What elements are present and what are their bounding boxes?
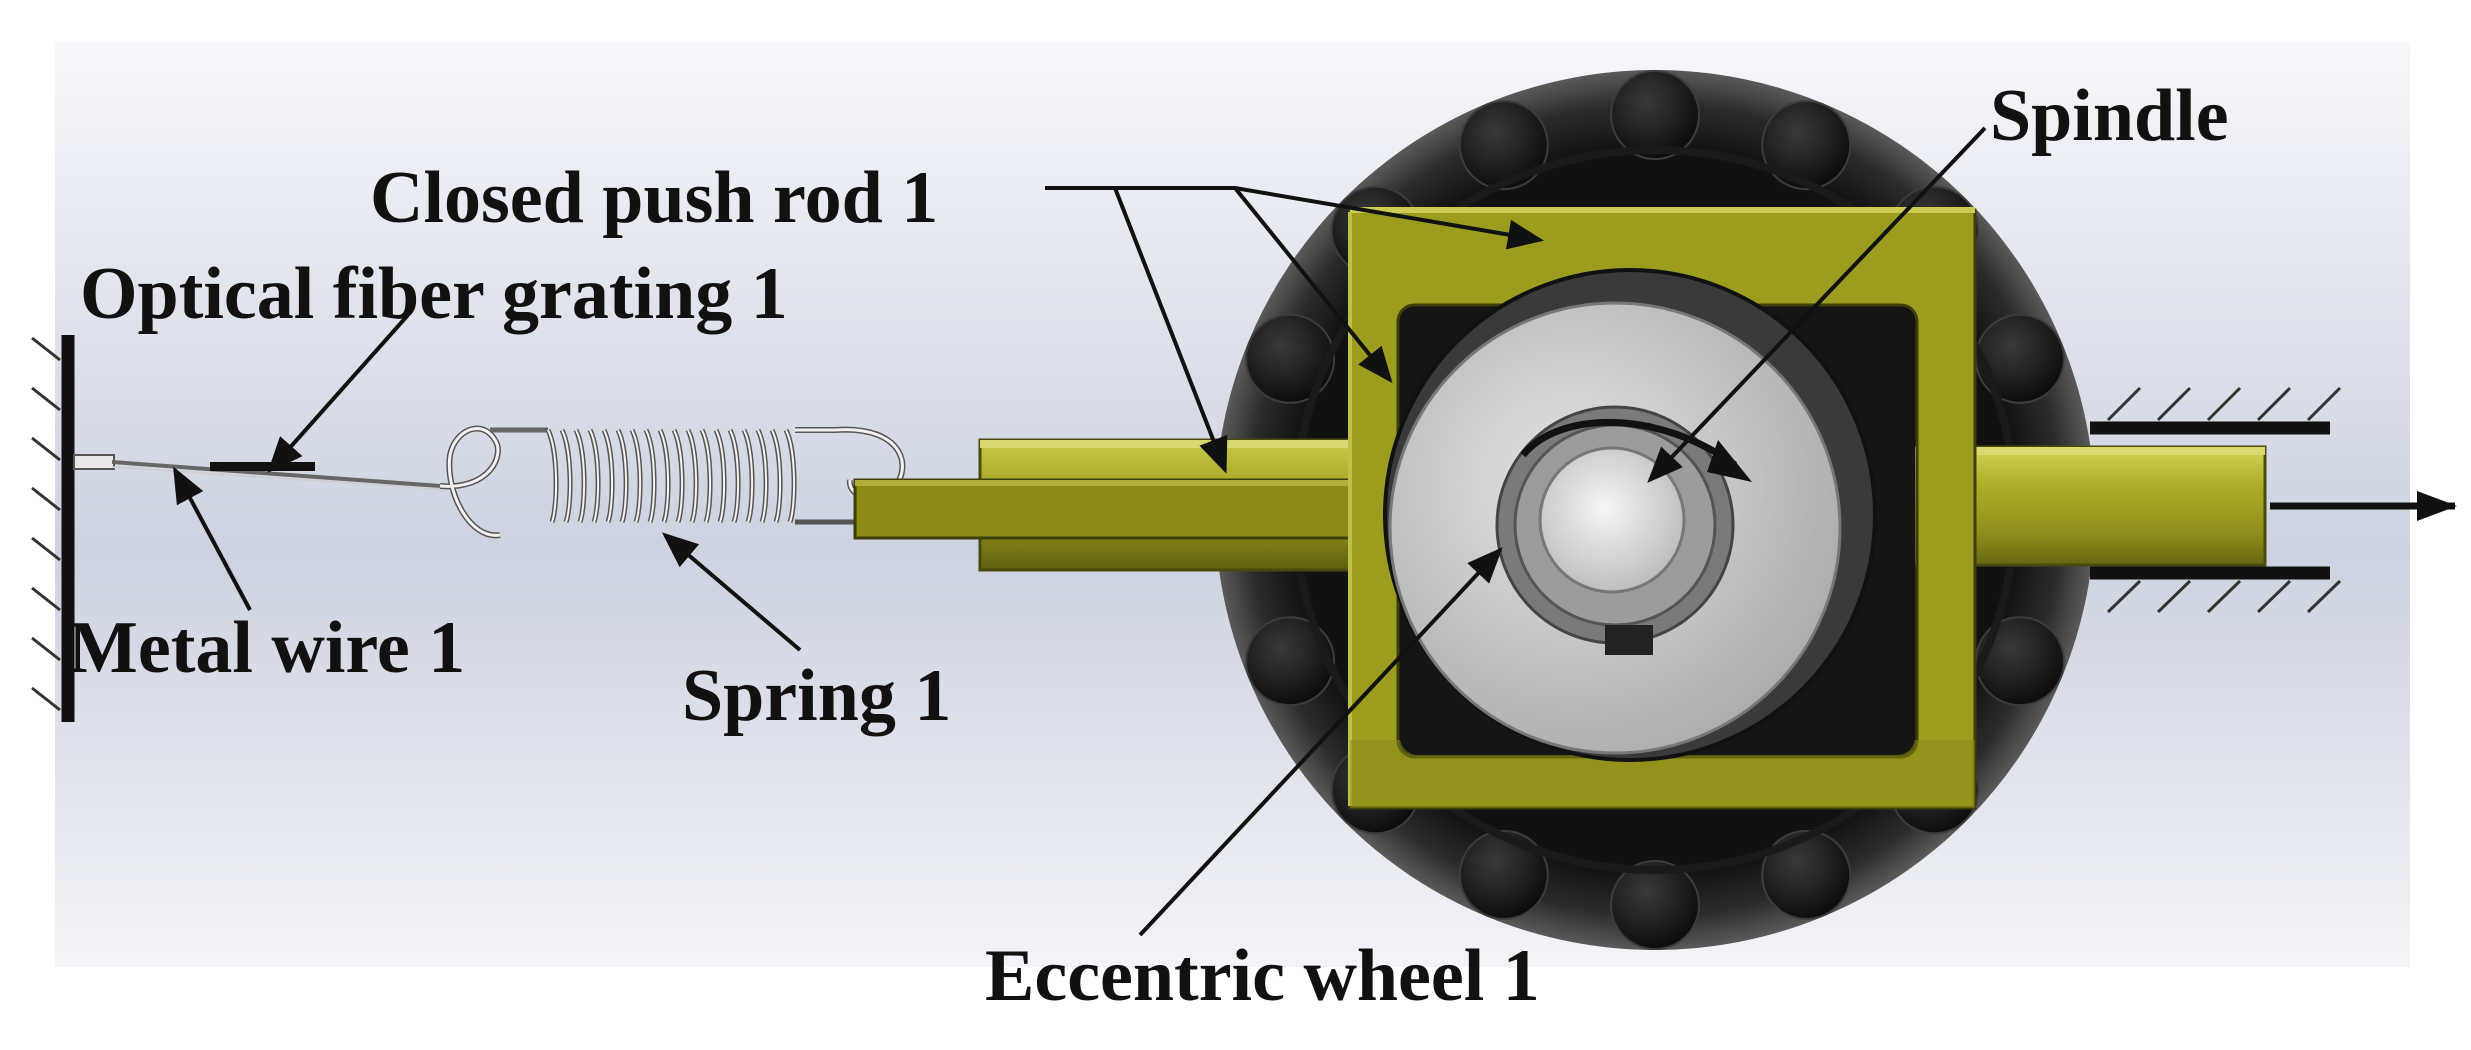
- spring-coils: [545, 428, 797, 523]
- spring-coil-highlight: [701, 429, 712, 523]
- bearing-ball: [1245, 313, 1336, 404]
- label-closed-push-rod: Closed push rod 1: [370, 157, 938, 239]
- leader-optical-fiber-grating: [267, 313, 410, 473]
- bearing-ball: [1974, 616, 2065, 707]
- spring-coil-highlight: [743, 429, 754, 523]
- leader-metal-wire: [173, 466, 252, 611]
- optical-fiber-grating: [210, 462, 315, 471]
- leader-closed-push-rod-3: [1234, 186, 1544, 250]
- label-optical-fiber-grating: Optical fiber grating 1: [80, 253, 788, 335]
- spring-coil-highlight: [589, 429, 600, 523]
- label-spindle: Spindle: [1990, 75, 2229, 157]
- spring-coil-highlight: [659, 429, 670, 523]
- fixed-wall-icon: [31, 335, 75, 722]
- bearing-ball: [1761, 100, 1852, 191]
- leader-spring: [661, 532, 802, 652]
- label-metal-wire: Metal wire 1: [68, 607, 465, 689]
- spring-coil-highlight: [617, 429, 628, 523]
- label-spring: Spring 1: [682, 655, 951, 737]
- spring-coil-highlight: [729, 429, 740, 523]
- spring-coil-highlight: [603, 429, 614, 523]
- spring-coil-highlight: [547, 429, 558, 523]
- bearing-ball: [1458, 829, 1549, 920]
- spring-coil-highlight: [687, 429, 698, 523]
- bearing-ball: [1458, 100, 1549, 191]
- spring-coil-highlight: [673, 429, 684, 523]
- label-eccentric-wheel: Eccentric wheel 1: [985, 935, 1540, 1017]
- leader-spindle: [1647, 126, 1987, 483]
- spring-coil-highlight: [757, 429, 768, 523]
- keyway: [1605, 625, 1653, 655]
- spring: [439, 425, 906, 539]
- bearing-ball: [1974, 313, 2065, 404]
- bearing-ball: [1245, 616, 1336, 707]
- metal-wire: [73, 454, 441, 490]
- spring-coil-highlight: [715, 429, 726, 523]
- spring-coil-highlight: [631, 429, 642, 523]
- bearing-ball: [1610, 70, 1700, 160]
- spring-coil-highlight: [785, 429, 796, 523]
- fixed-guide-icon: [2090, 386, 2342, 614]
- spring-coil-highlight: [771, 429, 782, 523]
- left-push-rod: [853, 438, 1367, 572]
- spindle-shaft: [1538, 446, 1686, 594]
- spring-coil-highlight: [645, 429, 656, 523]
- curved-arrow-icon: [1520, 419, 1752, 482]
- leader-eccentric-wheel: [1138, 547, 1503, 937]
- bearing-ball: [1761, 829, 1852, 920]
- spring-coil-highlight: [561, 429, 572, 523]
- spring-coil-highlight: [575, 429, 586, 523]
- bearing-ball: [1610, 860, 1700, 950]
